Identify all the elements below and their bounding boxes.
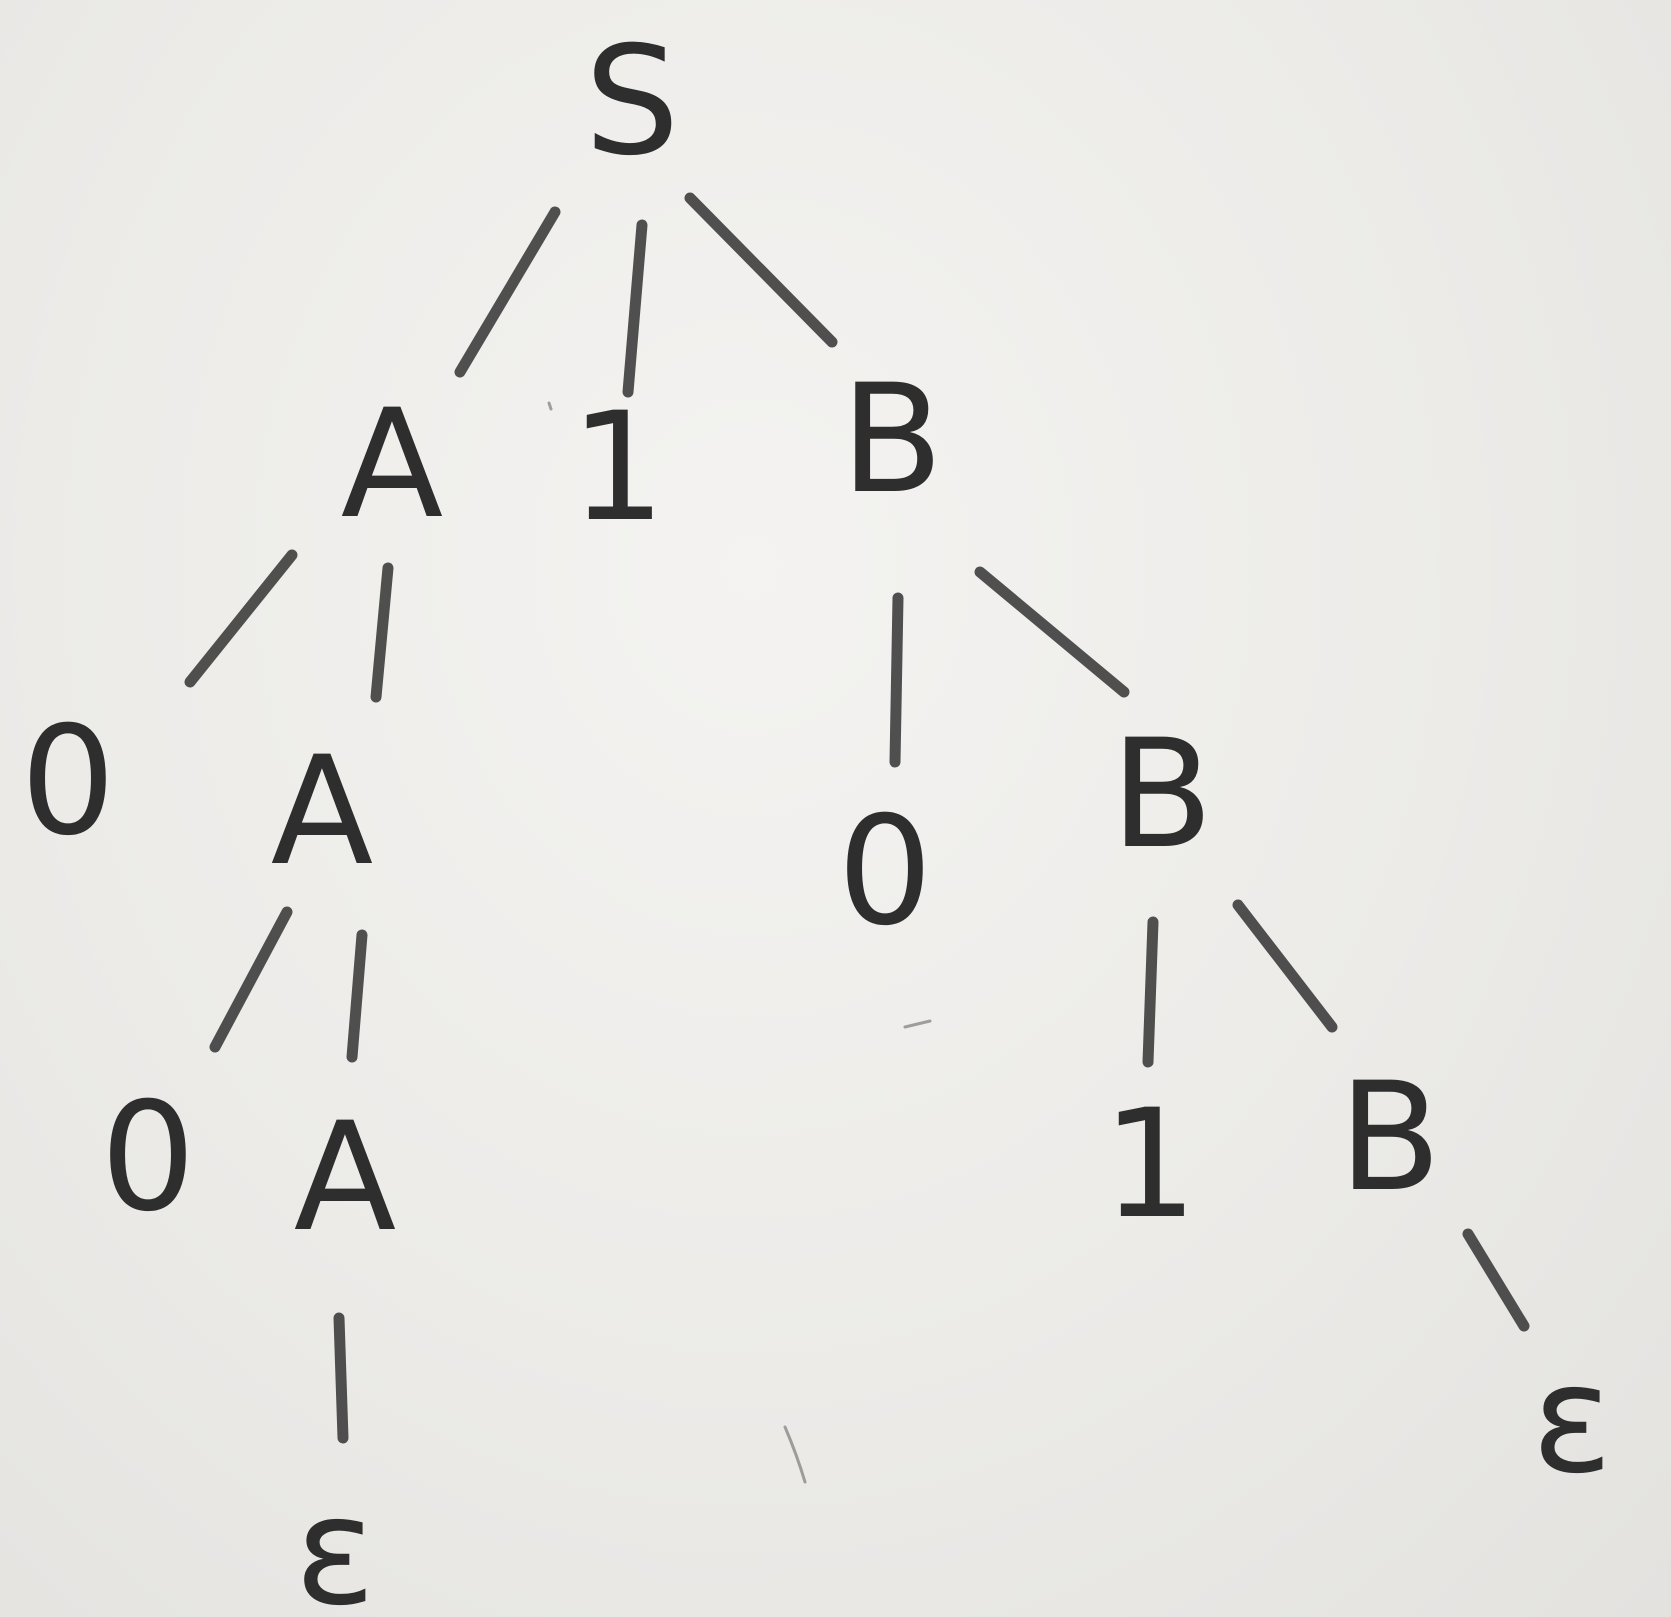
node-B: B <box>841 353 944 527</box>
edge-A2-0 <box>209 906 293 1053</box>
edge-B-0 <box>889 592 904 768</box>
node-0: 0 <box>837 785 932 959</box>
node-A: A <box>294 1091 397 1265</box>
edge-B2-1 <box>1142 916 1159 1068</box>
edge-A-A <box>370 562 394 703</box>
node-epsilon: ε <box>1531 1333 1612 1507</box>
node-B: B <box>1111 708 1214 882</box>
node-A: A <box>341 378 444 552</box>
stray-mark <box>903 1019 932 1029</box>
edge-S-A <box>454 206 561 378</box>
edge-A-0 <box>184 549 298 688</box>
stray-mark <box>547 401 553 411</box>
edge-A3-epsilon <box>333 1312 349 1444</box>
edge-S-B <box>684 192 838 348</box>
edge-A2-A <box>346 929 368 1063</box>
edge-B3-epsilon <box>1462 1228 1530 1332</box>
edge-B2-B <box>1232 899 1338 1033</box>
edge-B-B <box>974 566 1130 698</box>
tree-edges <box>184 192 1530 1444</box>
node-1: 1 <box>1102 1078 1197 1252</box>
node-A: A <box>271 725 374 899</box>
node-S: S <box>584 15 679 189</box>
stray-pencil-marks <box>547 401 932 1484</box>
node-1: 1 <box>570 381 665 555</box>
node-0: 0 <box>20 695 115 869</box>
node-0: 0 <box>100 1071 195 1245</box>
stray-mark <box>783 1425 807 1484</box>
node-epsilon: ε <box>294 1465 375 1617</box>
tree-nodes: S A 1 B 0 A 0 B 0 A 1 B ε ε <box>20 15 1612 1617</box>
edge-S-1 <box>622 219 648 398</box>
node-B: B <box>1339 1051 1442 1225</box>
